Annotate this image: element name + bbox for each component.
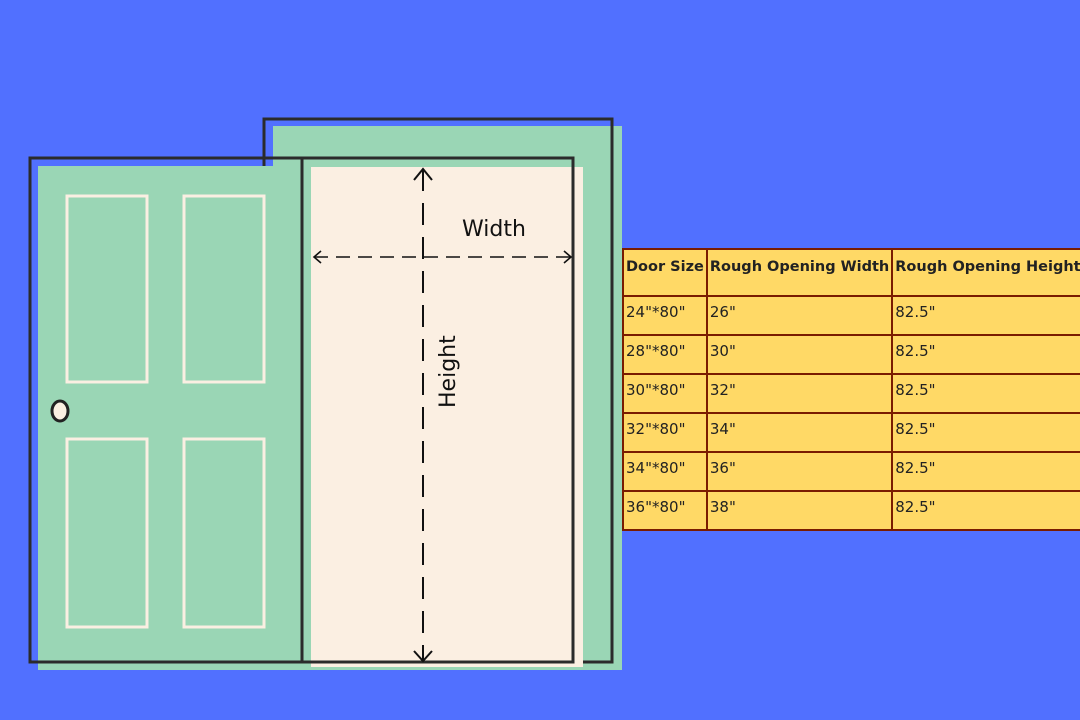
door-panel bbox=[182, 437, 266, 629]
table-row: 24"*80"26"82.5" bbox=[622, 295, 1080, 336]
cell-rough-width: 36" bbox=[705, 451, 894, 492]
door-panel bbox=[65, 194, 149, 384]
cell-rough-height: 82.5" bbox=[891, 334, 1080, 375]
cell-door-size: 24"*80" bbox=[622, 295, 708, 336]
table-row: 36"*80"38"82.5" bbox=[622, 490, 1080, 531]
cell-rough-width: 30" bbox=[705, 334, 894, 375]
rough-opening bbox=[311, 167, 583, 667]
cell-rough-width: 34" bbox=[705, 412, 894, 453]
door-panel bbox=[182, 194, 266, 384]
header-door-size: Door Size bbox=[622, 248, 708, 297]
height-arrow bbox=[413, 167, 433, 663]
door-panel bbox=[65, 437, 149, 629]
header-rough-height: Rough Opening Height bbox=[891, 248, 1080, 297]
cell-rough-width: 38" bbox=[705, 490, 894, 531]
cell-door-size: 30"*80" bbox=[622, 373, 708, 414]
cell-rough-height: 82.5" bbox=[891, 451, 1080, 492]
width-arrow bbox=[312, 250, 573, 264]
door-fill bbox=[38, 166, 302, 670]
cell-door-size: 34"*80" bbox=[622, 451, 708, 492]
table-row: 32"*80"34"82.5" bbox=[622, 412, 1080, 453]
width-label: Width bbox=[462, 217, 526, 242]
table-row: 34"*80"36"82.5" bbox=[622, 451, 1080, 492]
cell-rough-height: 82.5" bbox=[891, 295, 1080, 336]
rough-opening-table: Door Size Rough Opening Width Rough Open… bbox=[622, 248, 1080, 531]
cell-rough-width: 26" bbox=[705, 295, 894, 336]
cell-door-size: 32"*80" bbox=[622, 412, 708, 453]
door-outline bbox=[28, 156, 304, 664]
cell-door-size: 36"*80" bbox=[622, 490, 708, 531]
header-rough-width: Rough Opening Width bbox=[705, 248, 894, 297]
cell-rough-height: 82.5" bbox=[891, 490, 1080, 531]
table-header-row: Door Size Rough Opening Width Rough Open… bbox=[622, 248, 1080, 297]
height-label: Height bbox=[436, 335, 461, 408]
cell-rough-height: 82.5" bbox=[891, 412, 1080, 453]
table-row: 28"*80"30"82.5" bbox=[622, 334, 1080, 375]
door-knob-icon bbox=[50, 399, 70, 423]
door-panels bbox=[65, 194, 266, 629]
cell-rough-width: 32" bbox=[705, 373, 894, 414]
cell-rough-height: 82.5" bbox=[891, 373, 1080, 414]
cell-door-size: 28"*80" bbox=[622, 334, 708, 375]
table-row: 30"*80"32"82.5" bbox=[622, 373, 1080, 414]
